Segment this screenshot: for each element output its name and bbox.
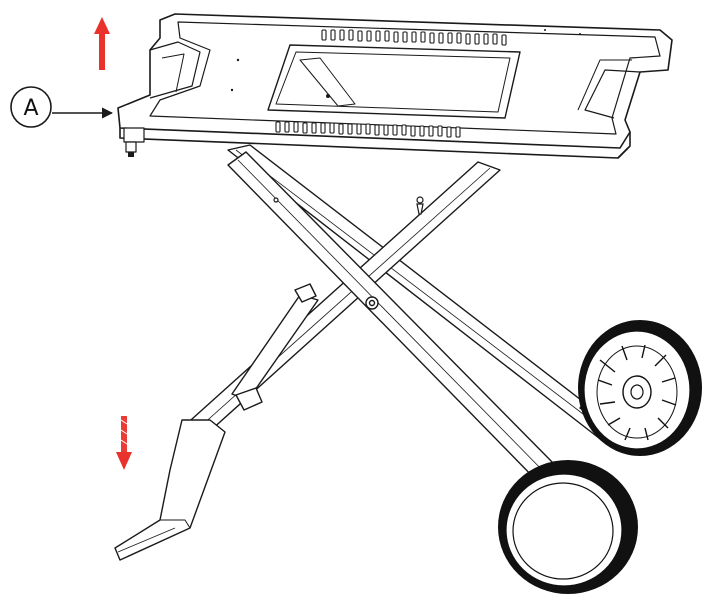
push-down-arrow bbox=[116, 416, 132, 470]
lift-up-arrow bbox=[94, 17, 110, 70]
leg-hinge-bracket bbox=[273, 196, 424, 215]
rear-wheel bbox=[578, 320, 702, 456]
callout-a-label: A bbox=[23, 96, 38, 121]
rear-leg-frame bbox=[227, 144, 641, 443]
top-tray bbox=[117, 13, 673, 159]
front-wheel bbox=[498, 460, 638, 594]
tray-vents-bottom bbox=[275, 121, 461, 138]
tray-vents-top bbox=[321, 29, 507, 46]
callout-a: A bbox=[10, 86, 114, 128]
front-leg-frame bbox=[114, 151, 561, 561]
